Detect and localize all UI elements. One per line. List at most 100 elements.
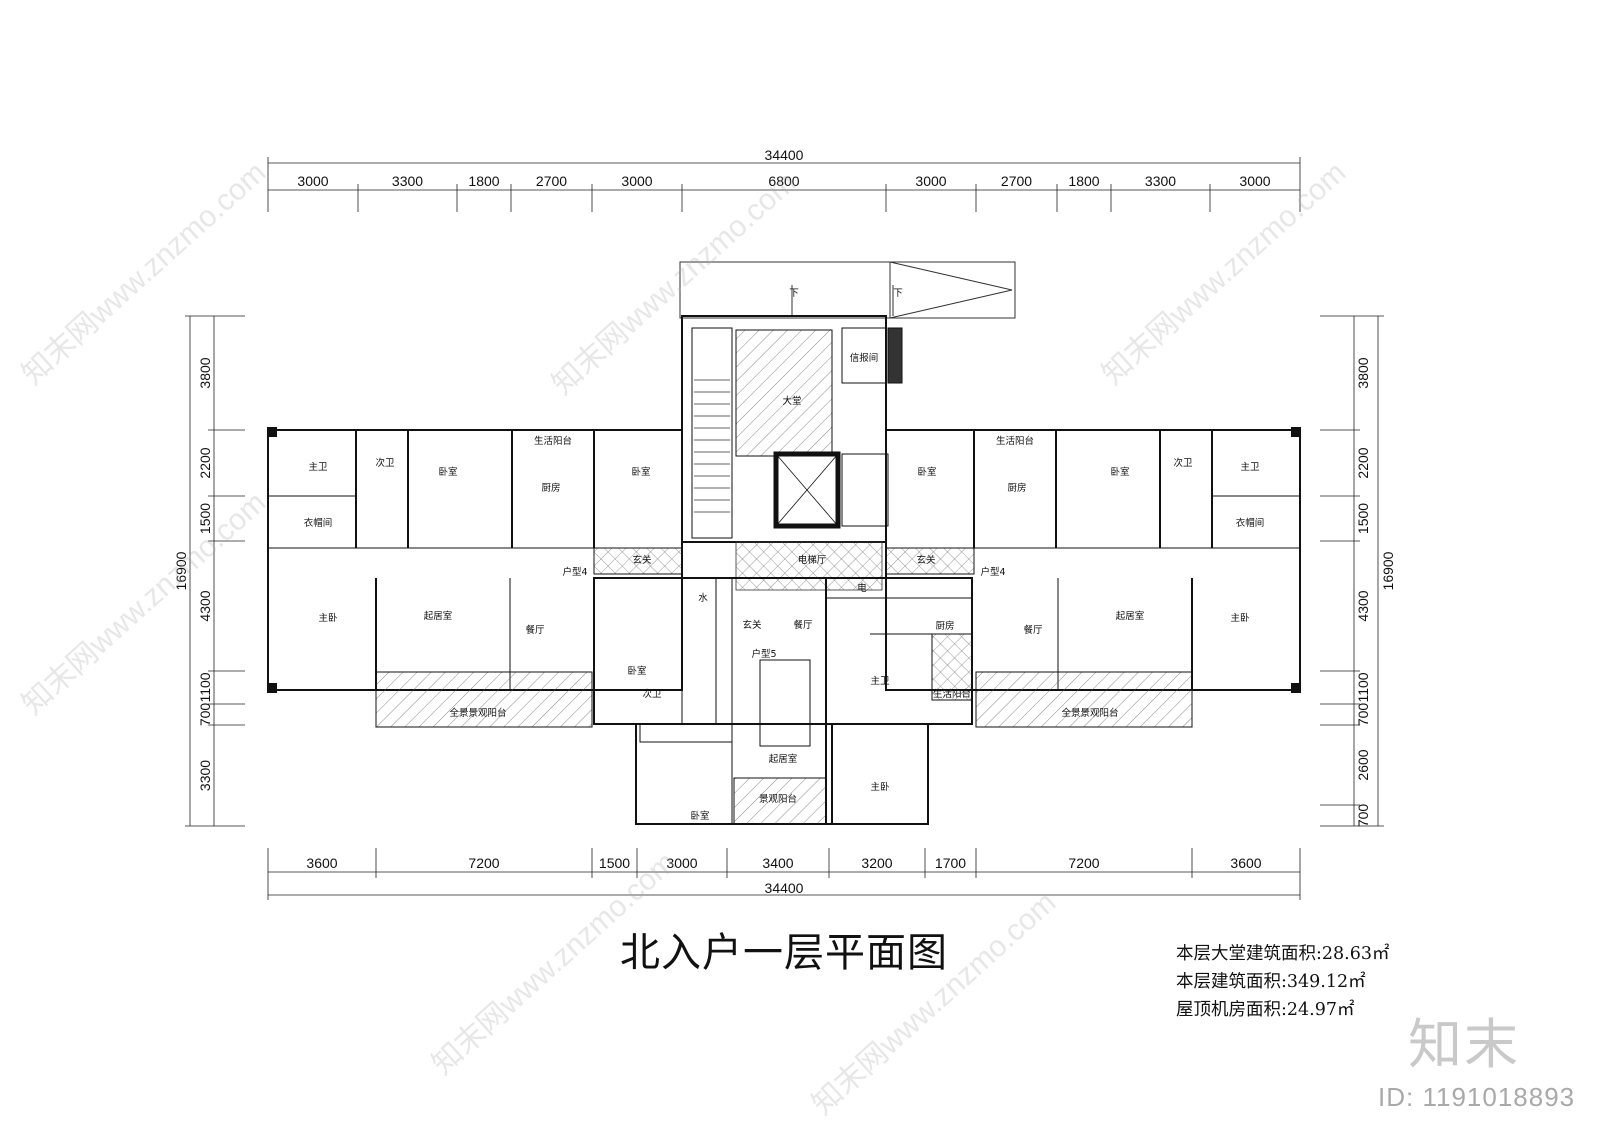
left-foyer: 玄关: [632, 554, 652, 566]
left-dim-seg-0: 3800: [197, 357, 213, 388]
top-total-dim: 34400: [765, 147, 804, 163]
right-master-bath: 主卫: [1240, 461, 1260, 473]
center-foyer: 玄关: [742, 619, 762, 631]
left-dimensions: [185, 315, 245, 827]
left-utility-balcony: 生活阳台: [534, 435, 572, 447]
top-dim-seg-2: 1800: [468, 173, 499, 189]
brand-logo: 知末: [1408, 1013, 1520, 1076]
bottom-total-dim: 34400: [765, 880, 804, 896]
center-utility-balcony: 生活阳台: [933, 688, 971, 700]
center-master-bed: 主卧: [870, 781, 890, 793]
area-lobby-value: 28.63㎡: [1321, 944, 1390, 964]
center-bedroom-south: 卧室: [690, 810, 709, 822]
top-dim-seg-9: 3300: [1145, 173, 1176, 189]
right-second-bath: 次卫: [1173, 457, 1193, 469]
area-roof-value: 24.97㎡: [1286, 1000, 1355, 1020]
bottom-dim-seg-8: 3600: [1230, 855, 1261, 871]
right-kitchen: 厨房: [1007, 482, 1026, 494]
stair-treads: [694, 379, 730, 513]
right-unit-tag: 户型4: [980, 566, 1005, 578]
bottom-dimensions: [267, 848, 1301, 900]
top-dim-seg-6: 3000: [915, 173, 946, 189]
water-label: 水: [698, 592, 708, 604]
left-dim-seg-1: 2200: [197, 447, 213, 478]
left-dining: 餐厅: [525, 624, 545, 636]
right-unit: [885, 427, 1301, 728]
right-utility-balcony: 生活阳台: [996, 435, 1034, 447]
top-dim-seg-1: 3300: [392, 173, 423, 189]
right-dim-seg-3: 4300: [1355, 590, 1371, 621]
center-dining: 餐厅: [793, 619, 813, 631]
area-floor-value: 349.12㎡: [1286, 972, 1366, 992]
building-core: [681, 315, 903, 543]
right-dimensions: [1320, 315, 1384, 827]
left-balcony: 全景景观阳台: [449, 707, 506, 719]
left-dim-seg-3: 4300: [197, 590, 213, 621]
area-lobby-label: 本层大堂建筑面积:: [1176, 944, 1322, 964]
right-bedroom-2: 卧室: [917, 466, 936, 478]
area-lobby: 本层大堂建筑面积:28.63㎡: [1176, 940, 1390, 968]
right-dining: 餐厅: [1023, 624, 1043, 636]
left-second-bath: 次卫: [375, 457, 395, 469]
bottom-dim-seg-2: 1500: [599, 855, 630, 871]
center-unit-tag: 户型5: [751, 648, 776, 660]
stair-down-label-2: 下: [893, 288, 903, 299]
top-dim-seg-3: 2700: [536, 173, 567, 189]
right-bedroom-1: 卧室: [1110, 466, 1129, 478]
left-bedroom-1: 卧室: [438, 466, 457, 478]
drawing-title: 北入户一层平面图: [620, 930, 948, 976]
right-balcony: 全景景观阳台: [1061, 707, 1118, 719]
left-kitchen: 厨房: [541, 482, 560, 494]
entrance-canopy: [679, 261, 1016, 319]
left-bedroom-2: 卧室: [631, 466, 650, 478]
right-master-bed: 主卧: [1230, 612, 1250, 624]
image-id: ID: 1191018893: [1378, 1082, 1576, 1112]
right-dim-seg-7: 700: [1355, 804, 1371, 828]
stair-down-label-1: 下: [789, 288, 799, 299]
left-dim-seg-4: 1100: [197, 672, 213, 702]
top-dimensions: [267, 157, 1301, 212]
center-view-balcony: 景观阳台: [759, 793, 797, 805]
bottom-dim-seg-3: 3000: [666, 855, 697, 871]
area-floor: 本层建筑面积:349.12㎡: [1176, 968, 1390, 996]
right-living: 起居室: [1116, 610, 1145, 622]
mail-room-label: 信报间: [850, 352, 879, 364]
lobby-label: 大堂: [782, 395, 801, 407]
bottom-dim-seg-5: 3200: [861, 855, 892, 871]
center-kitchen: 厨房: [935, 620, 954, 632]
bottom-dim-seg-0: 3600: [306, 855, 337, 871]
top-dim-seg-0: 3000: [297, 173, 328, 189]
left-dim-seg-5: 700: [197, 703, 213, 727]
right-dim-seg-4: 1100: [1355, 672, 1371, 702]
right-dim-seg-5: 700: [1355, 703, 1371, 727]
bottom-dim-seg-1: 7200: [468, 855, 499, 871]
center-living: 起居室: [769, 753, 798, 765]
left-unit-tag: 户型4: [562, 566, 587, 578]
left-dim-seg-6: 3300: [197, 760, 213, 791]
electric-label: 电: [857, 582, 867, 594]
center-unit: [593, 577, 973, 825]
right-foyer: 玄关: [916, 554, 936, 566]
area-roof-label: 屋顶机房面积:: [1176, 1000, 1287, 1020]
top-dim-seg-8: 1800: [1068, 173, 1099, 189]
area-roof: 屋顶机房面积:24.97㎡: [1176, 996, 1390, 1024]
top-dim-seg-4: 3000: [621, 173, 652, 189]
right-dim-seg-6: 2600: [1355, 749, 1371, 780]
bottom-dim-seg-7: 7200: [1068, 855, 1099, 871]
left-dim-seg-2: 1500: [197, 503, 213, 534]
right-total-dim: 16900: [1380, 551, 1396, 590]
bottom-dim-seg-4: 3400: [762, 855, 793, 871]
left-closet: 衣帽间: [304, 517, 333, 529]
area-summary: 本层大堂建筑面积:28.63㎡ 本层建筑面积:349.12㎡ 屋顶机房面积:24…: [1176, 940, 1390, 1024]
elevator-hall-label: 电梯厅: [798, 554, 827, 566]
top-dim-seg-7: 2700: [1001, 173, 1032, 189]
area-floor-label: 本层建筑面积:: [1176, 972, 1287, 992]
right-dim-seg-0: 3800: [1355, 357, 1371, 388]
bottom-segment-labels: 3600 7200 1500 3000 3400 3200 1700 7200 3600: [306, 855, 1261, 871]
top-dim-seg-10: 3000: [1239, 173, 1270, 189]
center-bedroom: 卧室: [627, 665, 646, 677]
bottom-dim-seg-6: 1700: [935, 855, 966, 871]
